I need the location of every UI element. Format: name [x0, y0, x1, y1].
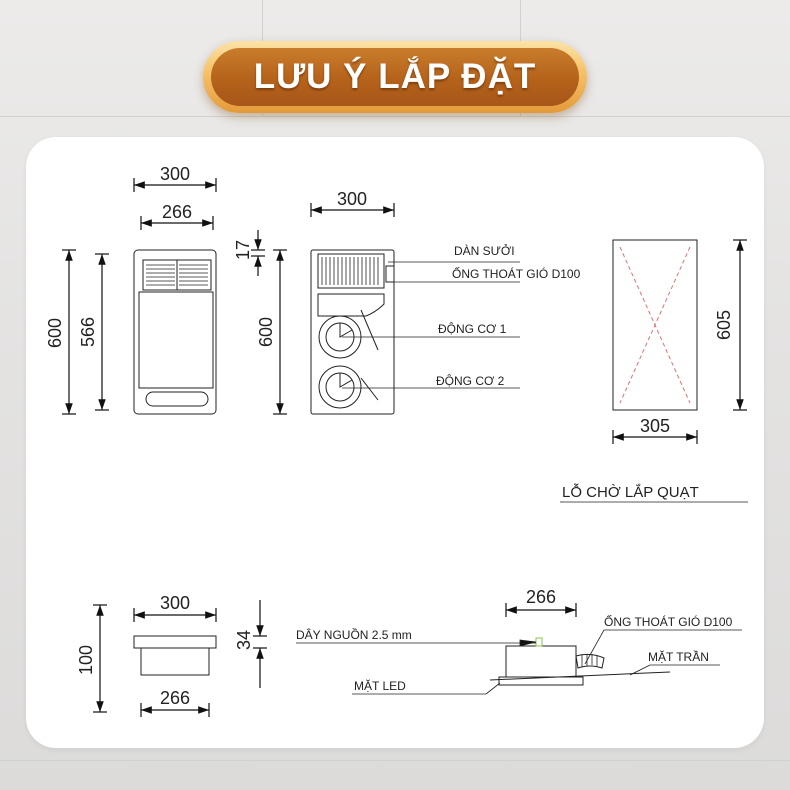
profile-width-bottom-label: 266 [160, 688, 190, 708]
page-title: LƯU Ý LẮP ĐẶT [253, 57, 537, 96]
label-power-cable: DÂY NGUỒN 2.5 mm [296, 627, 412, 642]
wall-tile-seam [0, 760, 790, 761]
ceiling-line [489, 671, 671, 681]
side-view-outline [310, 249, 395, 415]
motor-2-housing [318, 365, 362, 409]
side-width-label: 300 [337, 189, 367, 209]
front-view-dimensions [62, 178, 217, 415]
install-leaders [296, 629, 742, 695]
side-view-dimensions [251, 203, 395, 415]
label-duct-side: ỐNG THOÁT GIÓ D100 [452, 266, 581, 281]
front-view-grille-slats [146, 264, 208, 286]
fan-scroll-housing [317, 293, 385, 317]
heater-coil [317, 253, 385, 289]
heater-coil-fins [321, 257, 379, 285]
front-view [133, 249, 217, 415]
side-view [310, 249, 395, 415]
motor-1-blades [339, 323, 353, 338]
front-view-outline [133, 249, 217, 415]
title-banner-inner: LƯU Ý LẮP ĐẶT [211, 48, 579, 106]
power-terminal [535, 637, 543, 647]
duct-outlet [385, 265, 395, 283]
install-width-label: 266 [526, 587, 556, 607]
ceiling-opening [612, 239, 698, 411]
front-view-panel [138, 291, 214, 389]
profile-width-top-label: 300 [160, 593, 190, 613]
front-view-led-strip [145, 391, 209, 407]
label-ceiling: MẶT TRẦN [648, 649, 709, 664]
opening-width-label: 305 [640, 416, 670, 436]
front-width-inner-label: 266 [162, 202, 192, 222]
label-duct-install: ỐNG THOÁT GIÓ D100 [604, 614, 733, 629]
opening-cut-marks [619, 246, 691, 404]
opening-dimensions [612, 239, 747, 444]
duct-pipe [575, 653, 605, 669]
title-banner: LƯU Ý LẮP ĐẶT [203, 41, 587, 113]
profile-body [140, 647, 210, 676]
drawing-card [26, 137, 764, 748]
profile-view [133, 635, 217, 676]
wall-tile-seam [0, 116, 790, 117]
front-width-outer-label: 300 [160, 164, 190, 184]
label-heater: DÀN SƯỞI [454, 243, 515, 258]
front-height-outer-label: 600 [45, 318, 65, 348]
side-height-label: 600 [256, 317, 276, 347]
profile-dimensions [93, 600, 267, 717]
install-body [505, 645, 577, 678]
label-led-face: MẶT LED [354, 678, 406, 693]
install-dimensions [505, 603, 577, 617]
label-motor-1: ĐỘNG CƠ 1 [438, 321, 507, 336]
front-height-inner-label: 566 [78, 317, 98, 347]
side-view-leaders [342, 261, 520, 389]
side-top-offset-label: 17 [233, 240, 253, 260]
motor-2-blades [339, 373, 353, 388]
install-led-face [498, 676, 584, 686]
opening-outline [612, 239, 698, 411]
profile-flange-label: 34 [234, 630, 254, 650]
install-view [489, 637, 671, 686]
opening-height-label: 605 [714, 310, 734, 340]
opening-caption: LỖ CHỜ LẮP QUẠT [562, 483, 699, 501]
label-motor-2: ĐỘNG CƠ 2 [436, 373, 505, 388]
profile-height-label: 100 [76, 645, 96, 675]
profile-flange [133, 635, 217, 649]
